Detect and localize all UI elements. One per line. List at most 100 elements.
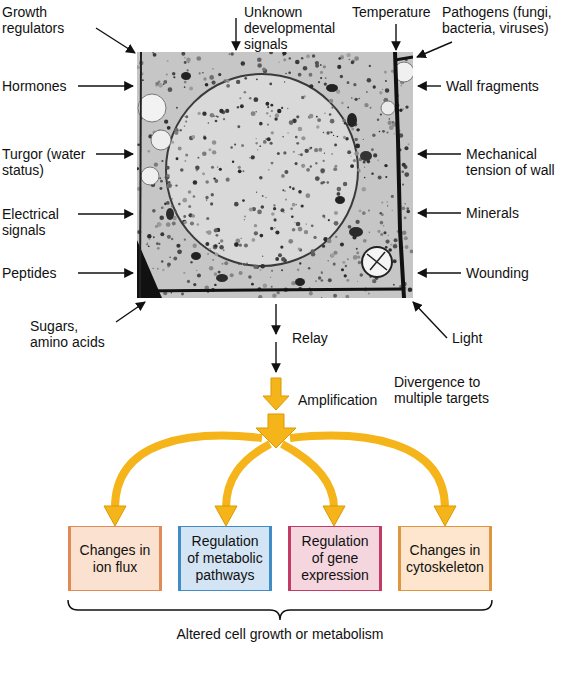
micrograph-speckle — [239, 97, 241, 99]
micrograph-speckle — [315, 64, 319, 68]
micrograph-speckle — [373, 153, 377, 157]
micrograph-speckle — [188, 190, 192, 194]
micrograph-speckle — [237, 106, 239, 108]
micrograph-speckle — [166, 74, 168, 76]
micrograph-speckle — [161, 260, 163, 262]
micrograph-speckle — [330, 119, 335, 124]
micrograph-speckle — [240, 104, 244, 108]
micrograph-speckle — [405, 105, 408, 108]
micrograph-speckle — [344, 274, 347, 277]
micrograph-speckle — [202, 152, 207, 157]
micrograph-speckle — [331, 107, 333, 109]
micrograph-speckle — [331, 132, 333, 134]
grouping-bracket — [68, 600, 492, 620]
micrograph-speckle — [193, 195, 196, 198]
micrograph-speckle — [280, 245, 283, 248]
micrograph-speckle — [333, 294, 337, 298]
micrograph-speckle — [287, 108, 289, 110]
micrograph-speckle — [329, 113, 332, 116]
micrograph-speckle — [380, 113, 382, 115]
micrograph-speckle — [242, 263, 243, 264]
micrograph-speckle — [285, 198, 287, 200]
micrograph-speckle — [275, 113, 279, 117]
micrograph-speckle — [164, 120, 168, 124]
micrograph-speckle — [401, 170, 404, 173]
micrograph-speckle — [205, 83, 209, 87]
micrograph-speckle — [359, 210, 362, 213]
micrograph-speckle — [312, 54, 316, 58]
micrograph-speckle — [323, 65, 326, 68]
micrograph-speckle — [283, 151, 286, 154]
micrograph-speckle — [224, 261, 228, 265]
micrograph-speckle — [297, 268, 300, 271]
micrograph-speckle — [353, 159, 356, 162]
micrograph-speckle — [137, 143, 140, 146]
micrograph-speckle — [161, 206, 164, 209]
micrograph-speckle — [385, 246, 388, 249]
micrograph-speckle — [265, 197, 266, 198]
micrograph-speckle — [296, 222, 301, 227]
micrograph-speckle — [176, 157, 179, 160]
micrograph-speckle — [229, 53, 231, 55]
micrograph-speckle — [306, 168, 310, 172]
micrograph-speckle — [294, 222, 296, 224]
box-text-group: Changes in cytoskeleton — [405, 542, 485, 576]
micrograph-speckle — [309, 73, 313, 77]
micrograph-speckle — [299, 262, 301, 264]
micrograph-speckle — [167, 262, 171, 266]
micrograph-speckle — [393, 259, 397, 263]
micrograph-speckle — [197, 157, 199, 159]
micrograph-speckle — [184, 57, 185, 58]
micrograph-speckle — [257, 63, 262, 68]
micrograph-speckle — [149, 238, 151, 240]
micrograph-speckle — [306, 193, 311, 198]
micrograph-speckle — [184, 81, 187, 84]
micrograph-speckle — [232, 161, 234, 163]
micrograph-speckle — [202, 111, 206, 115]
micrograph-speckle — [234, 242, 239, 247]
micrograph-speckle — [391, 195, 394, 198]
micrograph-speckle — [368, 210, 370, 212]
box-text: Regulation of metabolic pathways — [185, 533, 265, 584]
label-text: Hormones — [2, 78, 67, 94]
micrograph-speckle — [402, 230, 407, 235]
signal-label: Mechanical tension of wall — [466, 146, 571, 178]
micrograph-speckle — [325, 77, 327, 79]
micrograph-speckle — [207, 230, 212, 235]
micrograph-speckle — [381, 201, 383, 203]
micrograph-speckle — [270, 277, 271, 278]
micrograph-speckle — [178, 203, 181, 206]
micrograph-speckle — [203, 77, 206, 80]
micrograph-speckle — [333, 251, 337, 255]
micrograph-speckle — [193, 283, 196, 286]
micrograph-speckle — [404, 146, 408, 150]
box-text: Changes in ion flux — [75, 542, 155, 576]
micrograph-speckle — [219, 245, 223, 249]
micrograph-speckle — [174, 131, 178, 135]
micrograph-speckle — [313, 236, 316, 239]
process-box: Regulation of gene expression — [288, 526, 382, 591]
micrograph-speckle — [270, 142, 273, 145]
micrograph-speckle — [238, 166, 241, 169]
micrograph-speckle — [283, 212, 284, 213]
label-text: Wall fragments — [446, 78, 539, 94]
micrograph-speckle — [277, 152, 280, 155]
micrograph-speckle — [221, 263, 223, 265]
micrograph-speckle — [345, 265, 348, 268]
micrograph-speckle — [226, 84, 230, 88]
micrograph-speckle — [291, 215, 294, 218]
micrograph-speckle — [298, 154, 299, 155]
micrograph-speckle — [295, 60, 300, 65]
micrograph-speckle — [206, 199, 208, 201]
micrograph-speckle — [331, 153, 333, 155]
micrograph-speckle — [159, 187, 162, 190]
micrograph-speckle — [404, 172, 409, 177]
micrograph-speckle — [212, 150, 216, 154]
micrograph-speckle — [298, 190, 302, 194]
micrograph-speckle — [219, 168, 222, 171]
micrograph-speckle — [183, 116, 184, 117]
micrograph-speckle — [205, 242, 209, 246]
input-arrows — [78, 18, 461, 372]
micrograph-speckle — [298, 248, 301, 251]
micrograph-speckle — [387, 201, 388, 202]
